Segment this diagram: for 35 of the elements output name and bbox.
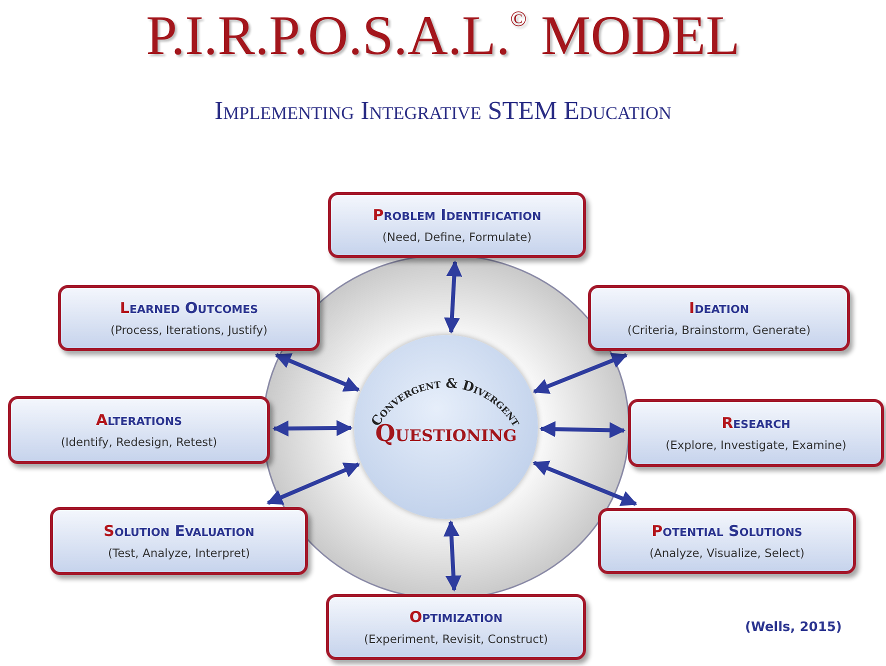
double-arrow: [539, 421, 626, 438]
title: P.I.R.P.O.S.A.L.$^{©}$ MODEL: [145, 4, 741, 68]
subtitle: Implementing Integrative STEM Education: [213, 96, 672, 126]
stage-heading: Ideation: [688, 299, 750, 317]
stage-keywords: (Process, Iterations, Justify): [110, 323, 268, 337]
double-arrow: [443, 520, 462, 592]
stage-box: [628, 399, 884, 467]
stage-box: [50, 507, 308, 575]
stage-keywords: (Explore, Investigate, Examine): [666, 438, 846, 452]
double-arrow: [532, 352, 628, 394]
double-arrow: [272, 420, 353, 437]
stage-keywords: (Need, Define, Formulate): [382, 230, 532, 244]
stage-heading: Research: [722, 414, 790, 432]
stage-box: [8, 396, 270, 464]
stage-heading: Problem Identification: [372, 206, 542, 224]
stage-heading: Optimization: [409, 608, 503, 626]
stage-heading: Alterations: [96, 411, 182, 429]
stage-box: [598, 508, 856, 574]
stage-box: [58, 285, 320, 351]
stage-box: [328, 192, 586, 258]
double-arrow: [532, 460, 638, 506]
stage-heading: Potential Solutions: [652, 522, 802, 540]
stage-keywords: (Criteria, Brainstorm, Generate): [627, 323, 811, 337]
stage-box: [326, 594, 586, 660]
stage-box: [588, 285, 850, 351]
stage-keywords: (Identify, Redesign, Retest): [60, 435, 218, 449]
stage-keywords: (Experiment, Revisit, Construct): [364, 632, 548, 646]
citation: (Wells, 2015): [745, 620, 842, 635]
stage-heading: Learned Outcomes: [120, 299, 258, 317]
stage-heading: Solution Evaluation: [104, 522, 254, 540]
stage-keywords: (Test, Analyze, Interpret): [108, 546, 250, 560]
double-arrow: [274, 353, 360, 392]
double-arrow: [444, 260, 462, 334]
stage-keywords: (Analyze, Visualize, Select): [649, 546, 805, 560]
double-arrow: [266, 462, 360, 505]
